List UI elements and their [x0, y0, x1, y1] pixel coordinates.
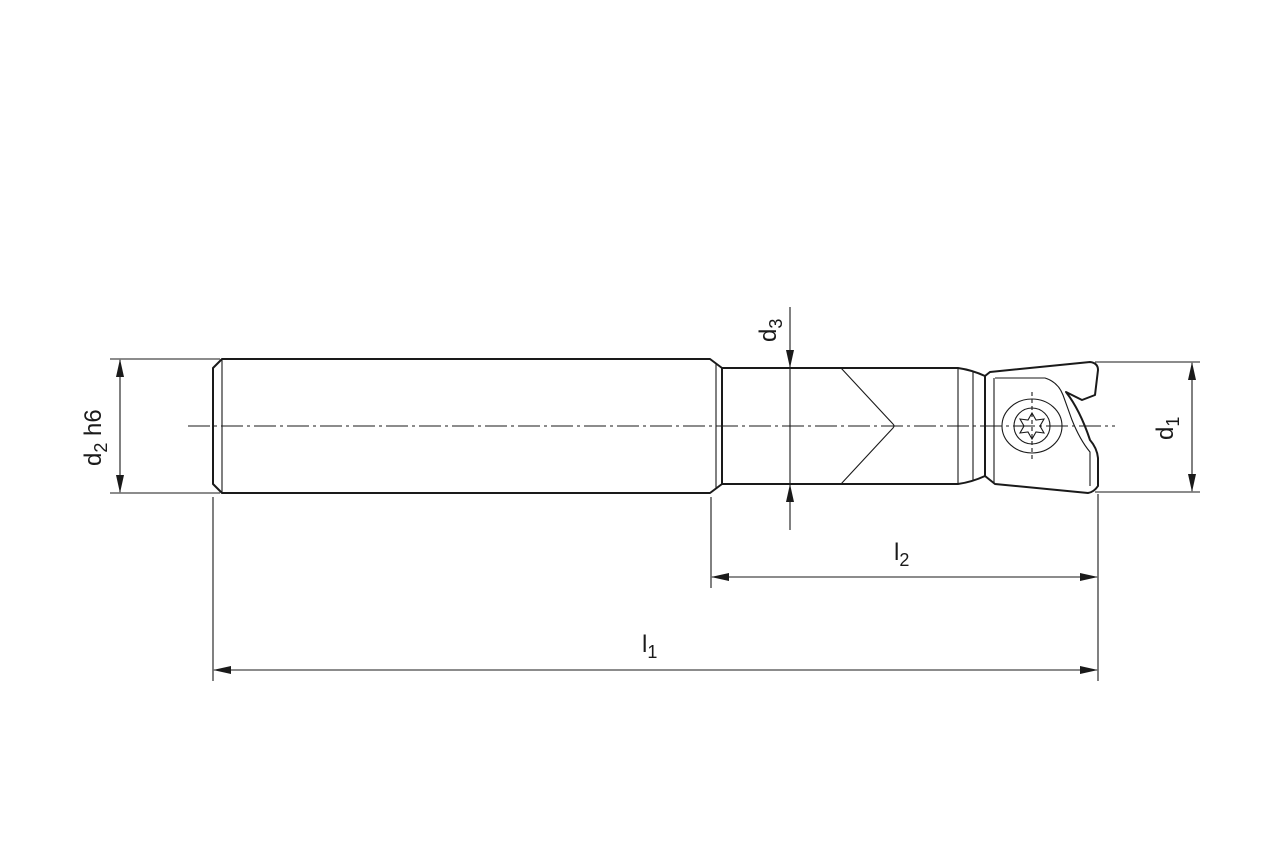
dimension-d3: d3: [755, 307, 794, 530]
insert-pocket: [984, 361, 1099, 494]
dimension-l1: l1: [212, 497, 1098, 681]
torx-screw-icon: [1001, 392, 1063, 462]
dimension-d2: d2 h6: [80, 358, 220, 494]
label-l1: l1: [642, 631, 657, 662]
shank: [212, 358, 723, 494]
label-d1: d1: [1152, 417, 1183, 440]
dimension-l2: l2: [710, 494, 1099, 681]
label-d2: d2 h6: [80, 409, 111, 466]
label-l2: l2: [894, 539, 909, 570]
label-d3: d3: [755, 319, 786, 342]
dimension-d1: d1: [1095, 361, 1200, 493]
